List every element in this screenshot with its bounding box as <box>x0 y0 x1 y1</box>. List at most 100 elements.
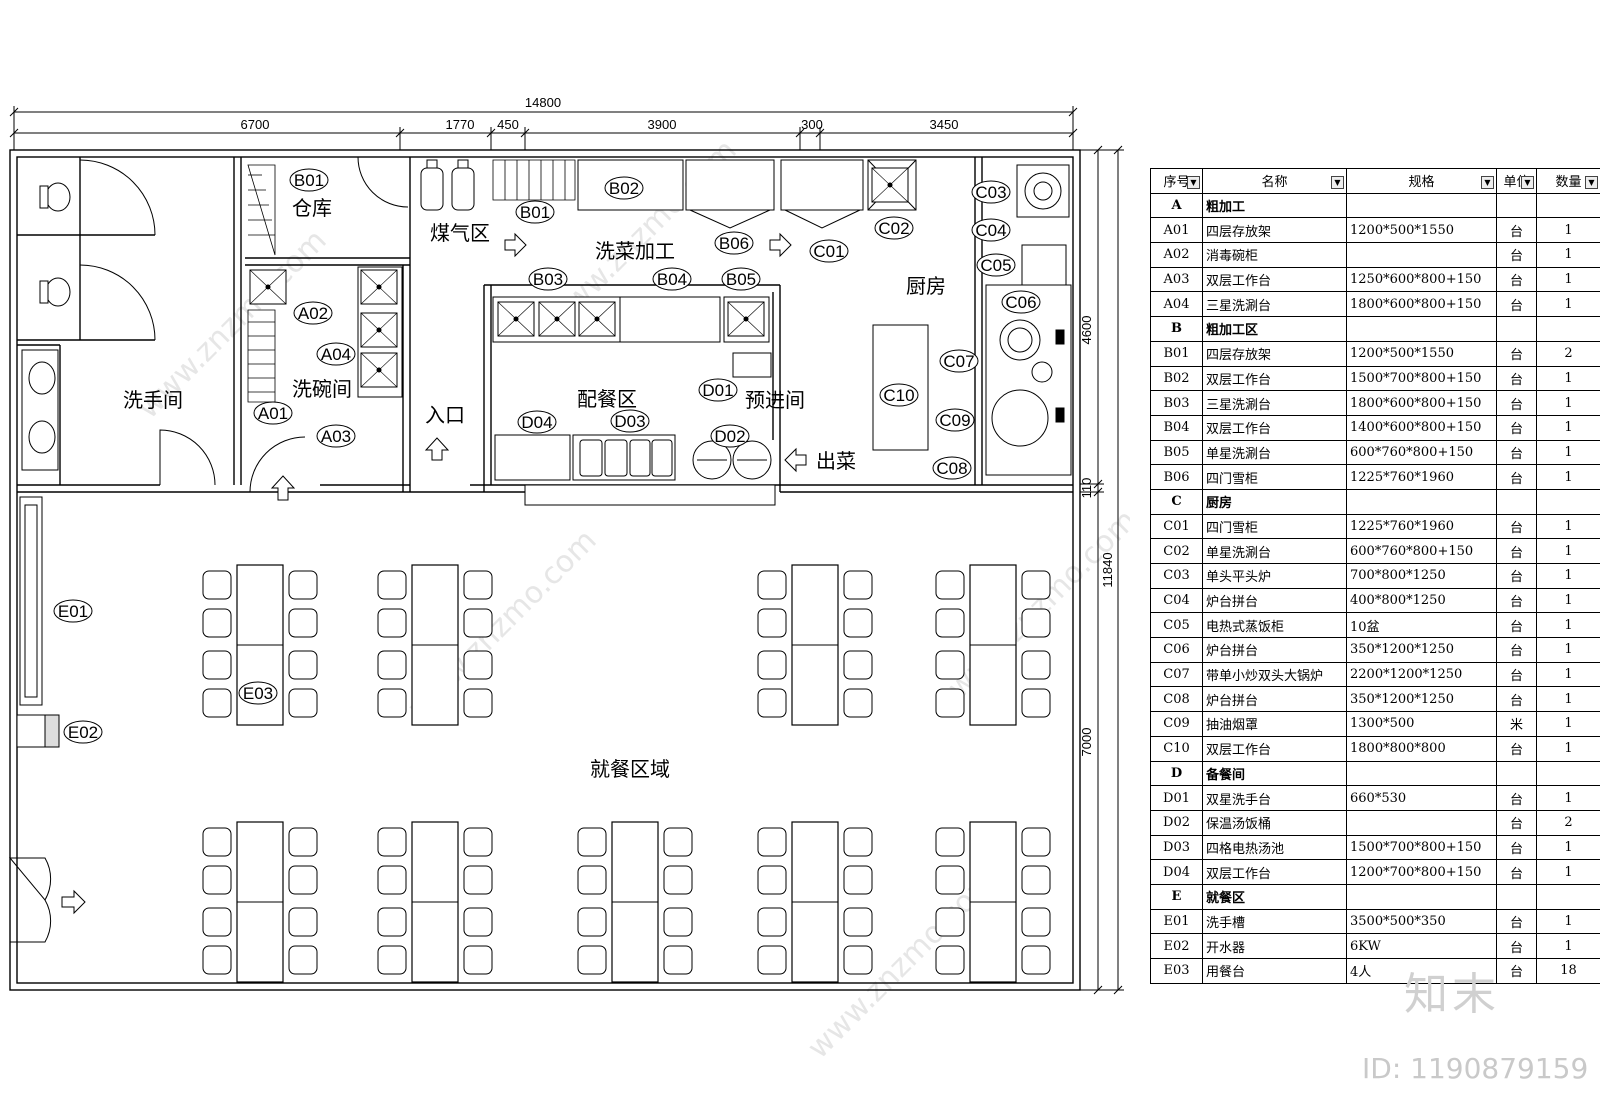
cell-name: 消毒碗柜 <box>1202 242 1347 268</box>
room-dishwash: 洗碗间 <box>292 377 352 401</box>
cell-qty: 2 <box>1536 340 1600 367</box>
cell-spec: 350*1200*1250 <box>1346 637 1497 663</box>
dimension-right <box>1080 145 1124 995</box>
cell-unit: 台 <box>1496 637 1537 663</box>
cell-code: A02 <box>1150 242 1203 268</box>
cell-qty: 1 <box>1536 637 1600 663</box>
cell-qty: 1 <box>1536 439 1600 466</box>
cell-unit: 台 <box>1496 563 1537 589</box>
column-header-code[interactable]: 序号▼ <box>1150 168 1203 194</box>
cell-spec <box>1346 883 1497 910</box>
filter-dropdown-icon[interactable]: ▼ <box>1585 176 1598 189</box>
equipment-tags <box>53 168 1041 744</box>
column-header-qty[interactable]: 数量▼ <box>1536 168 1600 194</box>
filter-dropdown-icon[interactable]: ▼ <box>1521 176 1534 189</box>
dim-segment-4: 3900 <box>648 117 677 132</box>
column-header-unit[interactable]: 单位▼ <box>1496 168 1537 194</box>
cell-qty: 1 <box>1536 538 1600 564</box>
cell-spec <box>1346 488 1497 515</box>
cell-unit: 台 <box>1496 834 1537 861</box>
cell-unit: 台 <box>1496 414 1537 441</box>
column-header-spec[interactable]: 规格▼ <box>1346 168 1497 194</box>
dim-segment-1: 6700 <box>241 117 270 132</box>
handwash-trough <box>16 496 60 748</box>
cell-unit: 台 <box>1496 933 1537 959</box>
cell-spec: 4人 <box>1346 958 1497 984</box>
walls <box>9 149 1081 991</box>
cell-code: B06 <box>1150 464 1203 490</box>
cell-code: A <box>1150 192 1203 219</box>
tag-c01: C01 <box>813 242 844 261</box>
cell-unit: 台 <box>1496 390 1537 416</box>
cell-spec <box>1346 760 1497 787</box>
tag-c09: C09 <box>939 411 970 430</box>
cell-qty: 1 <box>1536 217 1600 244</box>
tag-b06: B06 <box>719 234 749 253</box>
column-header-name[interactable]: 名称▼ <box>1202 168 1347 194</box>
cell-unit: 台 <box>1496 859 1537 885</box>
filter-dropdown-icon[interactable]: ▼ <box>1481 176 1494 189</box>
tag-c05: C05 <box>980 256 1011 275</box>
tag-c08: C08 <box>936 459 967 478</box>
stove-icon <box>985 164 1072 476</box>
tag-b05: B05 <box>726 270 756 289</box>
cell-name: 四格电热汤池 <box>1202 834 1347 861</box>
tag-a01: A01 <box>258 404 288 423</box>
cell-unit: 台 <box>1496 538 1537 564</box>
cell-unit: 台 <box>1496 217 1537 244</box>
tag-c03: C03 <box>975 183 1006 202</box>
cell-code: A03 <box>1150 266 1203 293</box>
tag-c07: C07 <box>943 352 974 371</box>
cell-name: 双层工作台 <box>1202 859 1347 885</box>
cell-name: 双层工作台 <box>1202 365 1347 392</box>
room-kitchen: 厨房 <box>906 274 946 298</box>
cell-qty: 1 <box>1536 859 1600 885</box>
cell-code: C <box>1150 488 1203 515</box>
filter-dropdown-icon[interactable]: ▼ <box>1331 176 1344 189</box>
filter-dropdown-icon[interactable]: ▼ <box>1187 176 1200 189</box>
cell-name: 四层存放架 <box>1202 217 1347 244</box>
cell-name: 就餐区 <box>1202 883 1347 910</box>
cell-qty: 2 <box>1536 809 1600 836</box>
cell-qty: 1 <box>1536 464 1600 490</box>
cell-spec: 1800*800*800 <box>1346 735 1497 762</box>
cell-spec: 1300*500 <box>1346 711 1497 737</box>
tag-b02: B02 <box>609 179 639 198</box>
cell-unit: 台 <box>1496 291 1537 318</box>
cell-unit: 台 <box>1496 785 1537 811</box>
cell-code: B04 <box>1150 414 1203 441</box>
tag-d02: D02 <box>714 427 745 446</box>
cell-unit <box>1496 488 1537 515</box>
cell-qty: 1 <box>1536 735 1600 762</box>
cell-code: C08 <box>1150 686 1203 713</box>
cell-code: D02 <box>1150 809 1203 836</box>
cell-qty: 1 <box>1536 661 1600 688</box>
cell-name: 单头平头炉 <box>1202 563 1347 589</box>
room-gas: 煤气区 <box>430 221 490 245</box>
cell-spec: 1200*500*1550 <box>1346 217 1497 244</box>
tag-b04: B04 <box>657 270 687 289</box>
cell-qty: 1 <box>1536 908 1600 935</box>
floor-plan: www.znzmo.com www.znzmo.com www.znzmo.co… <box>8 95 1130 1066</box>
cell-spec: 600*760*800+150 <box>1346 538 1497 564</box>
brand-watermark: 知末 <box>1404 969 1500 1020</box>
cell-name: 双层工作台 <box>1202 414 1347 441</box>
cell-spec: 1400*600*800+150 <box>1346 414 1497 441</box>
cell-spec: 600*760*800+150 <box>1346 439 1497 466</box>
cell-name: 三星洗涮台 <box>1202 291 1347 318</box>
cell-name: 双星洗手台 <box>1202 785 1347 811</box>
